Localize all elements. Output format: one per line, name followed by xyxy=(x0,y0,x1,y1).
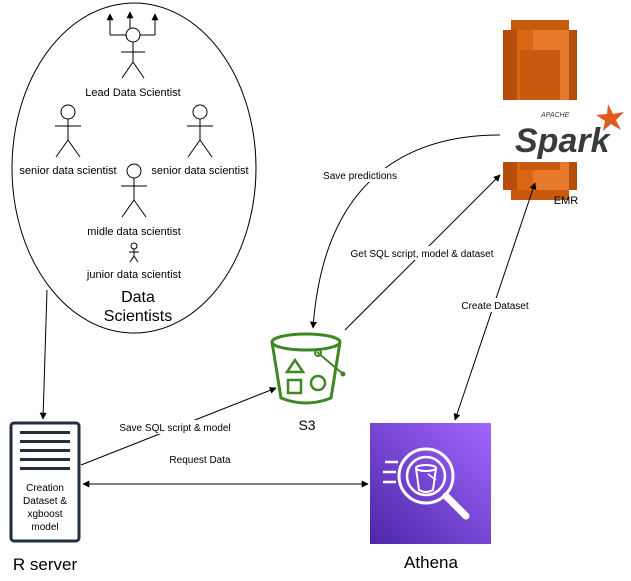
r-box-line2: Dataset & xyxy=(23,496,67,507)
r-box-line3: xgboost xyxy=(27,509,62,520)
edge-group-to-rserver xyxy=(39,289,48,420)
midle-label: midle data scientist xyxy=(87,226,181,238)
edge-labels: Save predictions Get SQL script, model &… xyxy=(112,168,535,466)
junior-label: junior data scientist xyxy=(86,269,181,281)
athena-icon xyxy=(370,423,491,544)
r-box-line4: model xyxy=(31,522,58,533)
label-request-data: Request Data xyxy=(169,455,231,466)
spark-star-icon xyxy=(596,104,624,131)
senior-right-actor-icon xyxy=(187,104,213,158)
spark-big-text: Spark xyxy=(515,122,612,160)
emr-spark-icon: APACHE Spark xyxy=(503,20,630,200)
group-label-line2: Scientists xyxy=(104,308,172,325)
senior-right-label: senior data scientist xyxy=(151,165,248,177)
junior-actor-icon xyxy=(129,242,139,263)
senior-left-actor-icon xyxy=(55,104,81,158)
lead-label: Lead Data Scientist xyxy=(85,87,180,99)
r-server-icon xyxy=(9,421,81,543)
label-get-sql: Get SQL script, model & dataset xyxy=(350,249,493,260)
label-save-predictions: Save predictions xyxy=(323,171,397,182)
senior-left-label: senior data scientist xyxy=(19,165,116,177)
emr-label: EMR xyxy=(554,195,579,207)
group-label-line1: Data xyxy=(121,289,155,306)
lead-actor-icon xyxy=(106,11,159,79)
label-save-sql: Save SQL script & model xyxy=(119,423,230,434)
r-server-label: R server xyxy=(13,555,78,574)
label-create-dataset: Create Dataset xyxy=(461,301,528,312)
r-box-line1: Creation xyxy=(26,483,64,494)
spark-small-text: APACHE xyxy=(540,112,570,119)
s3-label: S3 xyxy=(298,417,315,433)
midle-actor-icon xyxy=(121,163,147,218)
athena-label: Athena xyxy=(404,553,458,572)
s3-bucket-icon xyxy=(270,332,346,405)
